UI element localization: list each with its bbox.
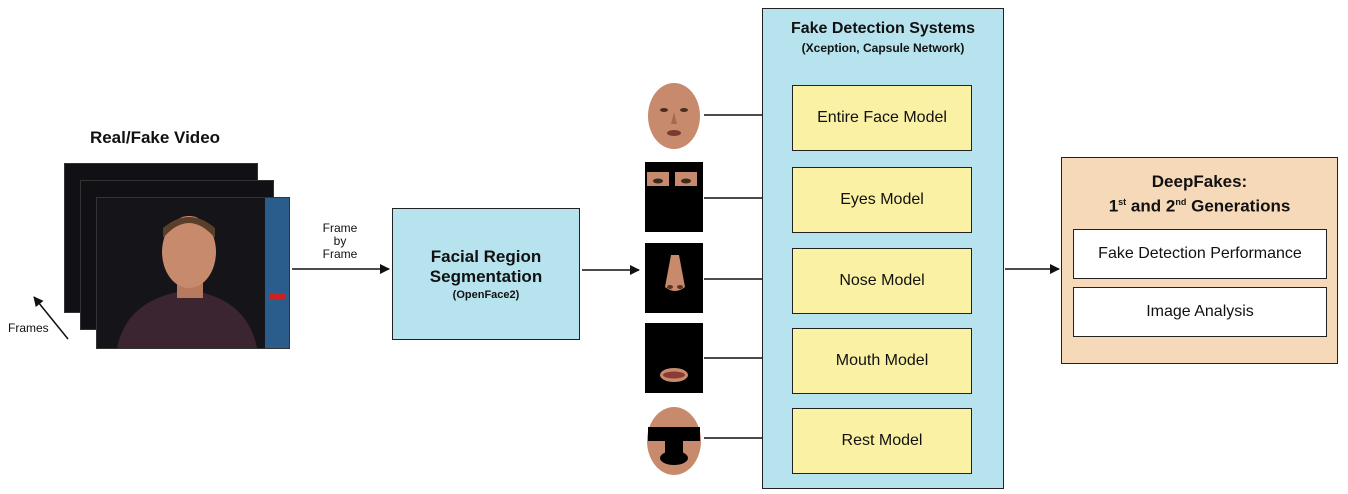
eyes-thumbnail — [645, 162, 703, 232]
mouth-model-box: Mouth Model — [792, 328, 972, 394]
deepfakes-generations-line: 1st and 2nd Generations — [1061, 192, 1338, 217]
generations-word: Generations — [1191, 196, 1291, 216]
deepfakes-title: DeepFakes: 1st and 2nd Generations — [1061, 172, 1338, 217]
gen2-number: 2 — [1165, 196, 1176, 216]
segmentation-subtitle: (OpenFace2) — [452, 289, 520, 301]
frames-arrow — [33, 296, 69, 340]
gen1-suffix: st — [1118, 197, 1127, 207]
rest-thumbnail — [645, 405, 703, 475]
video-title: Real/Fake Video — [89, 128, 221, 147]
video-frame-image — [97, 198, 289, 348]
deepfakes-title-word: DeepFakes: — [1151, 172, 1248, 191]
nose-thumbnail — [645, 243, 703, 313]
entire-face-model-box: Entire Face Model — [792, 85, 972, 151]
rest-model-box: Rest Model — [792, 408, 972, 474]
gen1-number: 1 — [1108, 196, 1119, 216]
eyes-model-box: Eyes Model — [792, 167, 972, 233]
frames-label: Frames — [8, 321, 49, 335]
and-word: and — [1130, 196, 1162, 216]
mouth-thumbnail — [645, 323, 703, 393]
segmentation-box: Facial Region Segmentation (OpenFace2) — [392, 208, 580, 340]
nose-model-box: Nose Model — [792, 248, 972, 314]
frame-by-frame-line3: Frame — [322, 247, 358, 261]
fake-detection-performance-box: Fake Detection Performance — [1073, 229, 1327, 279]
frame-by-frame-label: Frame by Frame — [316, 222, 364, 261]
frame-by-frame-line1: Frame — [322, 221, 358, 235]
segmentation-title-line1: Facial Region — [430, 247, 542, 266]
systems-subtitle: (Xception, Capsule Network) — [801, 41, 965, 55]
segmentation-title-line2: Segmentation — [429, 267, 543, 286]
video-frame-front — [96, 197, 290, 349]
entire-face-thumbnail — [645, 80, 703, 150]
gen2-suffix: nd — [1175, 197, 1187, 207]
frame-by-frame-line2: by — [333, 234, 347, 248]
image-analysis-box: Image Analysis — [1073, 287, 1327, 337]
systems-title: Fake Detection Systems — [790, 20, 976, 37]
